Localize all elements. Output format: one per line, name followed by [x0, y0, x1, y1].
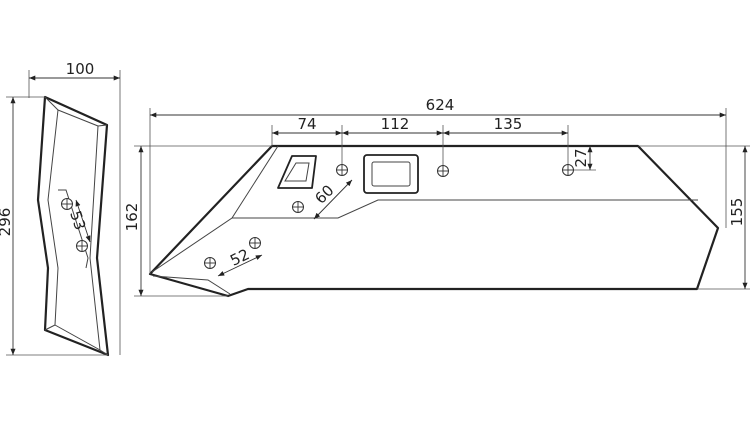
side-hole-upper — [61, 198, 73, 210]
main-view-outline — [148, 144, 720, 298]
side-view: 53 100 296 — [0, 60, 121, 357]
hole-diag-lower — [204, 257, 216, 269]
hole-top-1 — [336, 164, 348, 176]
left-height-label: 162 — [123, 203, 141, 232]
main-view: 624 74 112 135 162 155 27 60 52 — [123, 96, 750, 298]
hole-top-3 — [562, 164, 574, 176]
side-height-label: 296 — [0, 208, 14, 237]
right-height-label: 155 — [728, 198, 746, 227]
diag-spacing-lower-label: 52 — [227, 245, 252, 270]
overall-length-label: 624 — [426, 96, 455, 114]
side-hole-lower — [76, 240, 88, 252]
hole-offset-label: 27 — [572, 148, 590, 167]
segment-3-label: 135 — [494, 115, 523, 133]
slot-trapezoid — [277, 155, 317, 189]
side-view-outline — [36, 95, 110, 357]
side-hole-spacing-label: 53 — [66, 209, 89, 233]
slot-square — [363, 154, 419, 194]
segment-1-label: 74 — [297, 115, 316, 133]
main-view-bevel-lower — [152, 275, 231, 295]
side-width-label: 100 — [66, 60, 95, 78]
hole-diag-mid — [249, 237, 261, 249]
diag-spacing-upper-label: 60 — [311, 181, 337, 207]
side-view-inner-edge — [47, 109, 101, 351]
hole-diag-upper — [292, 201, 304, 213]
segment-2-label: 112 — [381, 115, 410, 133]
hole-top-2 — [437, 165, 449, 177]
main-view-bevel-line — [232, 199, 698, 219]
